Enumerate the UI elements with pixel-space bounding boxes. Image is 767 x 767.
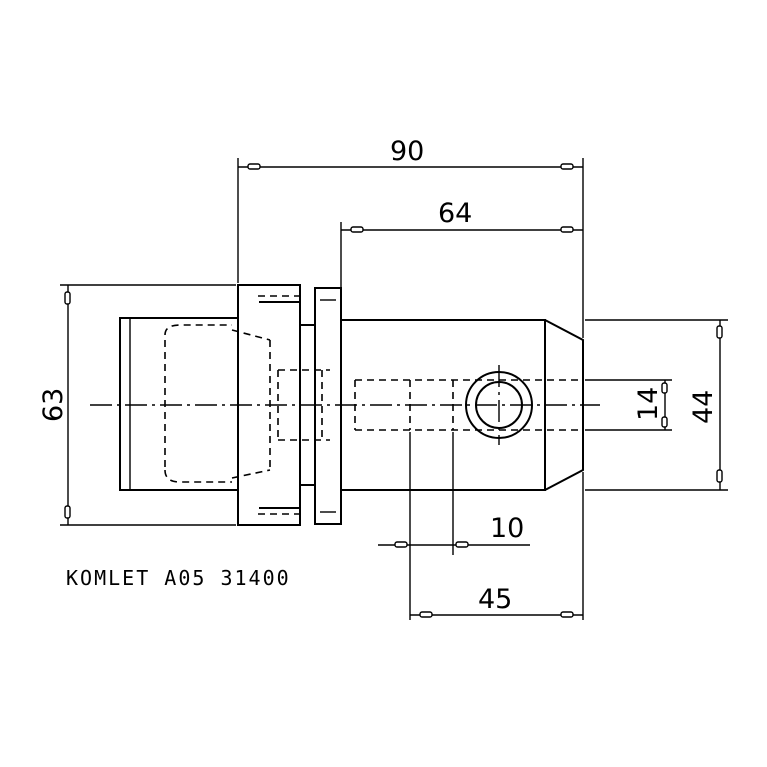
collar-outline — [299, 287, 342, 525]
dim-90-label: 90 — [390, 136, 424, 167]
dim-10-label: 10 — [490, 513, 524, 544]
dim-44-label: 44 — [688, 390, 719, 424]
dimension-slot-width: 10 — [378, 432, 530, 620]
dimension-flange-diameter: 63 — [38, 284, 236, 526]
dim-14-label: 14 — [633, 387, 664, 421]
dimension-body-diameter: 44 — [585, 319, 728, 491]
dim-63-label: 63 — [38, 388, 69, 422]
dimension-body-length: 64 — [340, 198, 583, 318]
dimension-hole-position: 45 — [410, 472, 584, 620]
cross-hole — [465, 365, 533, 445]
dimension-overall-length: 90 — [237, 136, 584, 338]
dim-64-label: 64 — [438, 198, 472, 229]
dimension-cross-hole: 14 — [585, 379, 672, 431]
hidden-lines — [164, 295, 583, 515]
part-label: KOMLET A05 31400 — [66, 566, 291, 590]
dim-45-label: 45 — [478, 584, 512, 615]
